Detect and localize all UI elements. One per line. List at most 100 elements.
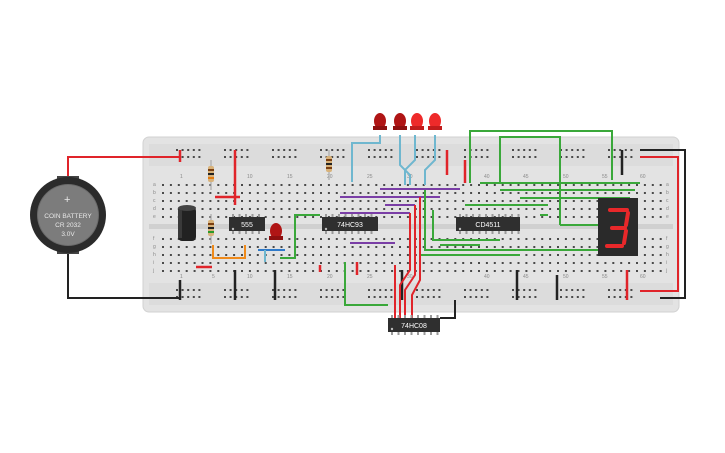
breadboard-hole[interactable]: [288, 289, 291, 291]
breadboard-hole[interactable]: [288, 200, 291, 202]
breadboard-hole[interactable]: [620, 184, 623, 186]
breadboard-hole[interactable]: [446, 200, 449, 202]
breadboard-hole[interactable]: [264, 216, 267, 218]
breadboard-hole[interactable]: [288, 184, 291, 186]
rail-jumpers[interactable]: [178, 150, 629, 300]
breadboard-hole[interactable]: [659, 184, 662, 186]
led-3[interactable]: [410, 113, 424, 130]
breadboard-hole[interactable]: [288, 149, 291, 151]
breadboard-hole[interactable]: [375, 200, 378, 202]
breadboard-hole[interactable]: [325, 296, 328, 298]
breadboard-hole[interactable]: [320, 254, 322, 256]
breadboard-hole[interactable]: [549, 216, 552, 218]
breadboard-hole[interactable]: [176, 289, 178, 291]
breadboard-hole[interactable]: [240, 156, 243, 158]
breadboard-hole[interactable]: [659, 262, 662, 264]
breadboard-hole[interactable]: [565, 156, 568, 158]
breadboard-hole[interactable]: [359, 200, 362, 202]
breadboard-hole[interactable]: [485, 262, 488, 264]
breadboard-hole[interactable]: [335, 246, 338, 248]
breadboard-hole[interactable]: [217, 270, 220, 272]
breadboard-hole[interactable]: [399, 192, 401, 194]
breadboard-hole[interactable]: [192, 296, 195, 298]
breadboard-hole[interactable]: [296, 200, 299, 202]
breadboard-hole[interactable]: [177, 270, 180, 272]
breadboard-hole[interactable]: [533, 216, 536, 218]
breadboard-hole[interactable]: [588, 246, 591, 248]
breadboard-hole[interactable]: [576, 296, 579, 298]
breadboard-hole[interactable]: [446, 246, 449, 248]
breadboard-hole[interactable]: [351, 262, 354, 264]
breadboard-hole[interactable]: [375, 208, 378, 210]
breadboard-hole[interactable]: [248, 238, 251, 240]
breadboard-hole[interactable]: [651, 200, 654, 202]
breadboard-hole[interactable]: [383, 216, 386, 218]
breadboard-hole[interactable]: [383, 238, 386, 240]
breadboard-hole[interactable]: [580, 184, 583, 186]
breadboard-hole[interactable]: [296, 208, 299, 210]
breadboard-hole[interactable]: [422, 208, 425, 210]
breadboard-hole[interactable]: [509, 184, 512, 186]
breadboard-hole[interactable]: [342, 156, 345, 158]
breadboard-hole[interactable]: [464, 149, 466, 151]
breadboard-hole[interactable]: [541, 192, 544, 194]
breadboard-hole[interactable]: [272, 296, 274, 298]
breadboard-hole[interactable]: [517, 156, 520, 158]
breadboard-hole[interactable]: [335, 238, 338, 240]
breadboard-hole[interactable]: [294, 149, 297, 151]
breadboard-hole[interactable]: [368, 289, 370, 291]
breadboard-hole[interactable]: [367, 270, 370, 272]
breadboard-hole[interactable]: [549, 246, 552, 248]
breadboard-hole[interactable]: [169, 192, 172, 194]
breadboard-hole[interactable]: [177, 246, 180, 248]
breadboard-hole[interactable]: [256, 254, 259, 256]
breadboard-hole[interactable]: [351, 238, 354, 240]
breadboard-hole[interactable]: [416, 149, 418, 151]
breadboard-hole[interactable]: [651, 238, 654, 240]
breadboard-hole[interactable]: [430, 246, 433, 248]
breadboard-hole[interactable]: [432, 289, 435, 291]
breadboard-hole[interactable]: [248, 192, 251, 194]
breadboard-hole[interactable]: [373, 296, 376, 298]
breadboard-hole[interactable]: [288, 246, 291, 248]
breadboard-hole[interactable]: [501, 246, 504, 248]
breadboard-hole[interactable]: [470, 184, 473, 186]
breadboard-hole[interactable]: [312, 238, 315, 240]
breadboard-hole[interactable]: [209, 254, 212, 256]
breadboard-hole[interactable]: [564, 192, 567, 194]
resistor-2[interactable]: [208, 214, 214, 244]
breadboard-hole[interactable]: [485, 246, 488, 248]
breadboard-hole[interactable]: [312, 216, 315, 218]
breadboard-hole[interactable]: [534, 289, 537, 291]
breadboard-hole[interactable]: [427, 296, 430, 298]
breadboard-hole[interactable]: [422, 200, 425, 202]
breadboard-hole[interactable]: [462, 246, 465, 248]
breadboard-hole[interactable]: [399, 216, 401, 218]
breadboard-hole[interactable]: [659, 192, 662, 194]
breadboard-hole[interactable]: [588, 270, 591, 272]
breadboard-hole[interactable]: [564, 238, 567, 240]
breadboard-hole[interactable]: [643, 262, 646, 264]
breadboard-hole[interactable]: [217, 254, 220, 256]
breadboard-hole[interactable]: [470, 200, 473, 202]
breadboard-hole[interactable]: [169, 262, 172, 264]
breadboard-hole[interactable]: [608, 156, 610, 158]
breadboard-hole[interactable]: [201, 270, 204, 272]
breadboard-hole[interactable]: [359, 184, 362, 186]
breadboard-hole[interactable]: [367, 262, 370, 264]
breadboard-hole[interactable]: [608, 289, 610, 291]
chip-cd4511[interactable]: CD4511: [456, 217, 520, 231]
breadboard-hole[interactable]: [185, 262, 188, 264]
electrolytic-capacitor[interactable]: [178, 205, 196, 241]
breadboard-hole[interactable]: [528, 296, 531, 298]
breadboard-hole[interactable]: [454, 192, 457, 194]
breadboard-hole[interactable]: [475, 289, 478, 291]
breadboard-hole[interactable]: [480, 156, 483, 158]
breadboard-hole[interactable]: [351, 208, 354, 210]
breadboard-hole[interactable]: [342, 296, 345, 298]
breadboard-hole[interactable]: [320, 296, 322, 298]
breadboard-hole[interactable]: [533, 192, 536, 194]
breadboard-hole[interactable]: [224, 149, 226, 151]
breadboard-hole[interactable]: [557, 184, 559, 186]
breadboard-hole[interactable]: [181, 296, 184, 298]
